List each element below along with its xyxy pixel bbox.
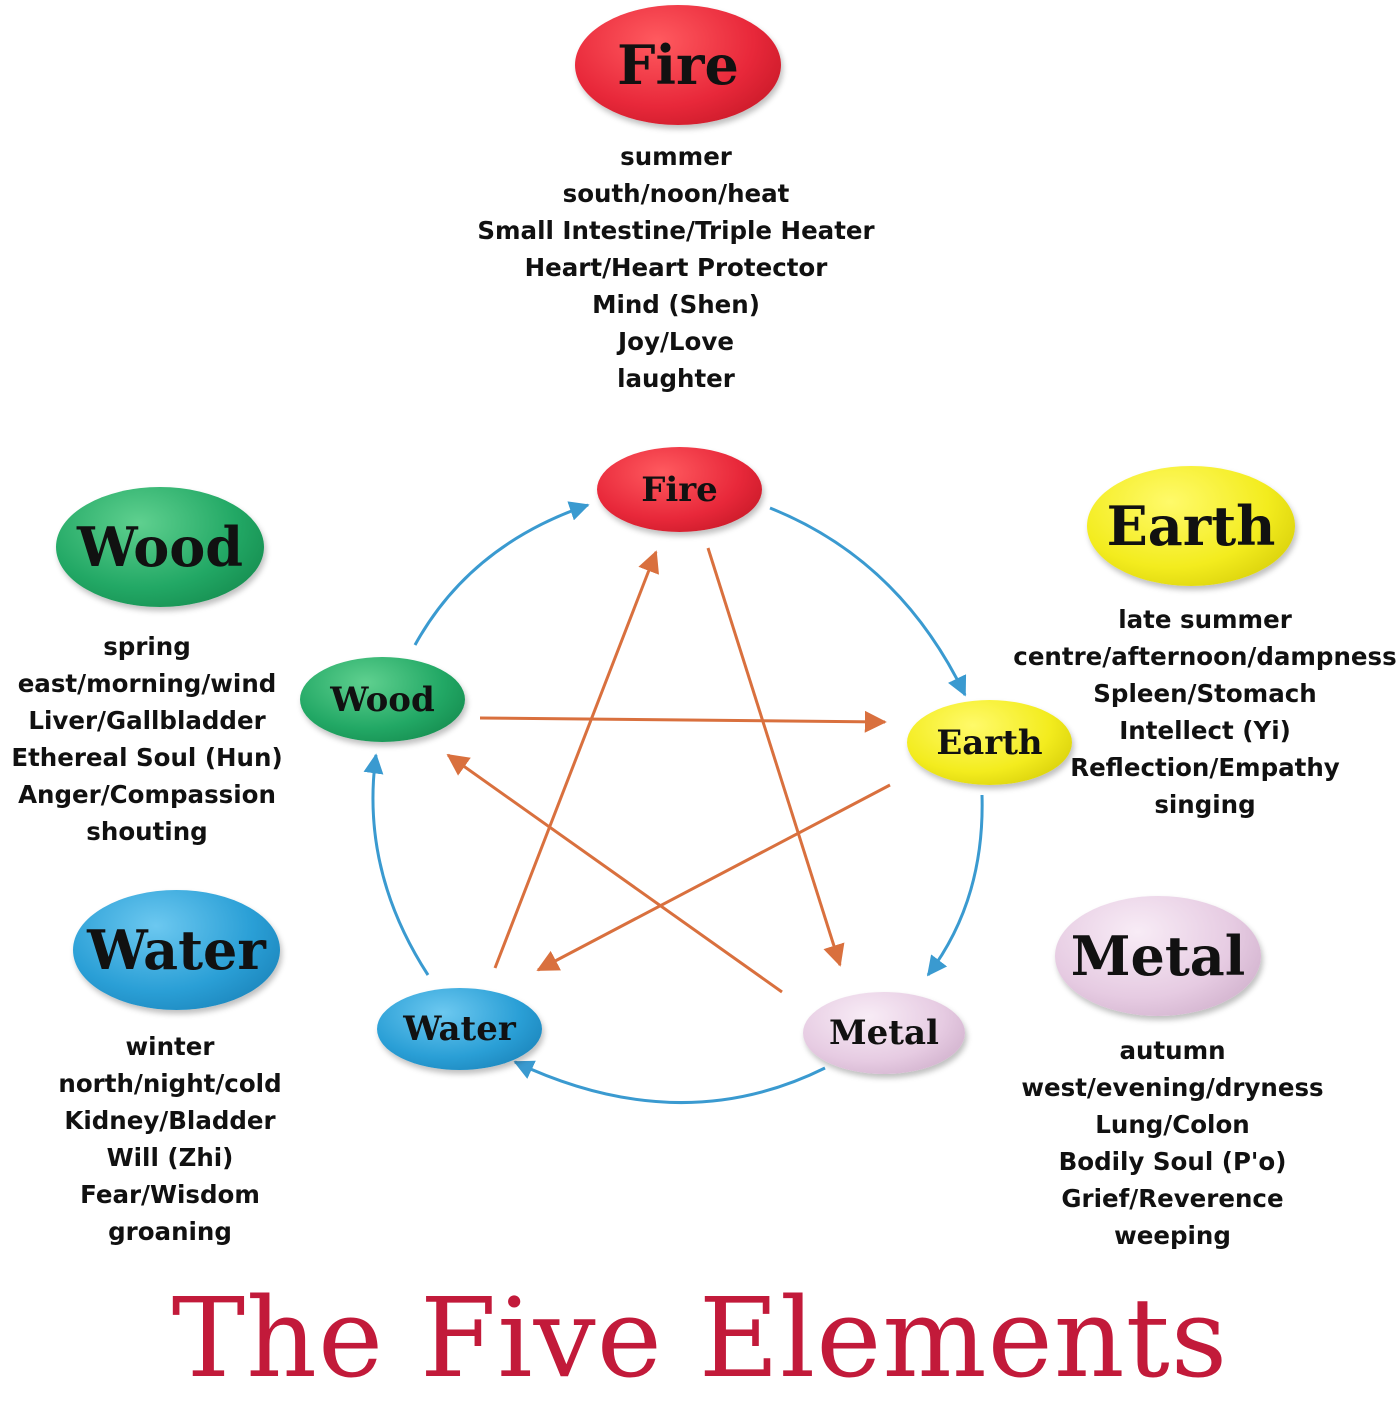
wood-attributes: spring east/morning/wind Liver/Gallbladd… (2, 628, 292, 850)
water-badge-large: Water (73, 890, 280, 1010)
earth-attr-spirit: Intellect (Yi) (1119, 716, 1291, 745)
arrow-metal-to-wood (446, 753, 783, 994)
metal-attr-spirit: Bodily Soul (P'o) (1058, 1147, 1287, 1176)
fire-attr-sound: laughter (617, 364, 735, 393)
fire-attributes: summer south/noon/heat Small Intestine/T… (476, 138, 876, 397)
wood-attr-sound: shouting (86, 817, 208, 846)
fire-label: Fire (617, 33, 739, 97)
metal-small-label: Metal (829, 1013, 939, 1053)
wood-badge-small: Wood (300, 657, 465, 742)
arrow-wood-to-fire (413, 501, 590, 646)
fire-attr-season: summer (620, 142, 732, 171)
arrow-fire-to-metal (706, 547, 845, 967)
metal-attr-season: autumn (1119, 1036, 1226, 1065)
water-label: Water (87, 918, 266, 982)
earth-attr-emotion: Reflection/Empathy (1070, 753, 1340, 782)
arrow-water-to-fire (493, 550, 659, 969)
wood-badge-large: Wood (56, 487, 264, 607)
fire-attr-emotion: Joy/Love (618, 327, 734, 356)
water-attr-spirit: Will (Zhi) (106, 1143, 234, 1172)
water-small-label: Water (403, 1009, 516, 1049)
earth-badge-large: Earth (1087, 466, 1295, 586)
earth-label: Earth (1106, 494, 1276, 558)
metal-attributes: autumn west/evening/dryness Lung/Colon B… (1010, 1032, 1335, 1254)
metal-badge-large: Metal (1055, 896, 1261, 1016)
water-attr-direction: north/night/cold (58, 1069, 282, 1098)
earth-attr-sound: singing (1154, 790, 1256, 819)
metal-attr-sound: weeping (1114, 1221, 1231, 1250)
earth-small-label: Earth (936, 722, 1043, 763)
metal-badge-small: Metal (803, 992, 965, 1074)
wood-attr-season: spring (103, 632, 191, 661)
fire-attr-organs-yang: Small Intestine/Triple Heater (477, 216, 875, 245)
wood-attr-direction: east/morning/wind (17, 669, 277, 698)
wood-small-label: Wood (330, 679, 435, 720)
earth-attr-season: late summer (1118, 605, 1292, 634)
water-attr-organs: Kidney/Bladder (64, 1106, 276, 1135)
water-attributes: winter north/night/cold Kidney/Bladder W… (40, 1028, 300, 1250)
fire-small-label: Fire (641, 469, 718, 510)
water-attr-season: winter (125, 1032, 215, 1061)
wood-attr-spirit: Ethereal Soul (Hun) (11, 743, 283, 772)
metal-attr-emotion: Grief/Reverence (1061, 1184, 1284, 1213)
fire-badge-small: Fire (597, 447, 762, 532)
wood-attr-organs: Liver/Gallbladder (28, 706, 266, 735)
fire-attr-direction: south/noon/heat (562, 179, 790, 208)
fire-badge-large: Fire (575, 5, 781, 125)
water-attr-sound: groaning (108, 1217, 232, 1246)
arrow-water-to-wood (363, 753, 430, 976)
water-attr-emotion: Fear/Wisdom (80, 1180, 260, 1209)
fire-attr-organs-yin: Heart/Heart Protector (524, 253, 828, 282)
arrow-wood-to-earth (479, 710, 887, 733)
metal-label: Metal (1070, 924, 1246, 988)
arrow-metal-to-water (513, 1060, 826, 1105)
page-title: The Five Elements (171, 1274, 1229, 1402)
wood-label: Wood (76, 515, 244, 579)
arrow-earth-to-metal (926, 794, 984, 977)
water-badge-small: Water (377, 988, 542, 1070)
metal-attr-organs: Lung/Colon (1095, 1110, 1250, 1139)
earth-badge-small: Earth (907, 700, 1072, 785)
arrow-earth-to-water (536, 783, 891, 972)
earth-attributes: late summer centre/afternoon/dampness Sp… (1010, 601, 1400, 823)
earth-attr-organs: Spleen/Stomach (1093, 679, 1317, 708)
metal-attr-direction: west/evening/dryness (1021, 1073, 1324, 1102)
fire-attr-spirit: Mind (Shen) (592, 290, 760, 319)
arrow-fire-to-earth (769, 506, 967, 697)
wood-attr-emotion: Anger/Compassion (18, 780, 276, 809)
earth-attr-direction: centre/afternoon/dampness (1013, 642, 1397, 671)
